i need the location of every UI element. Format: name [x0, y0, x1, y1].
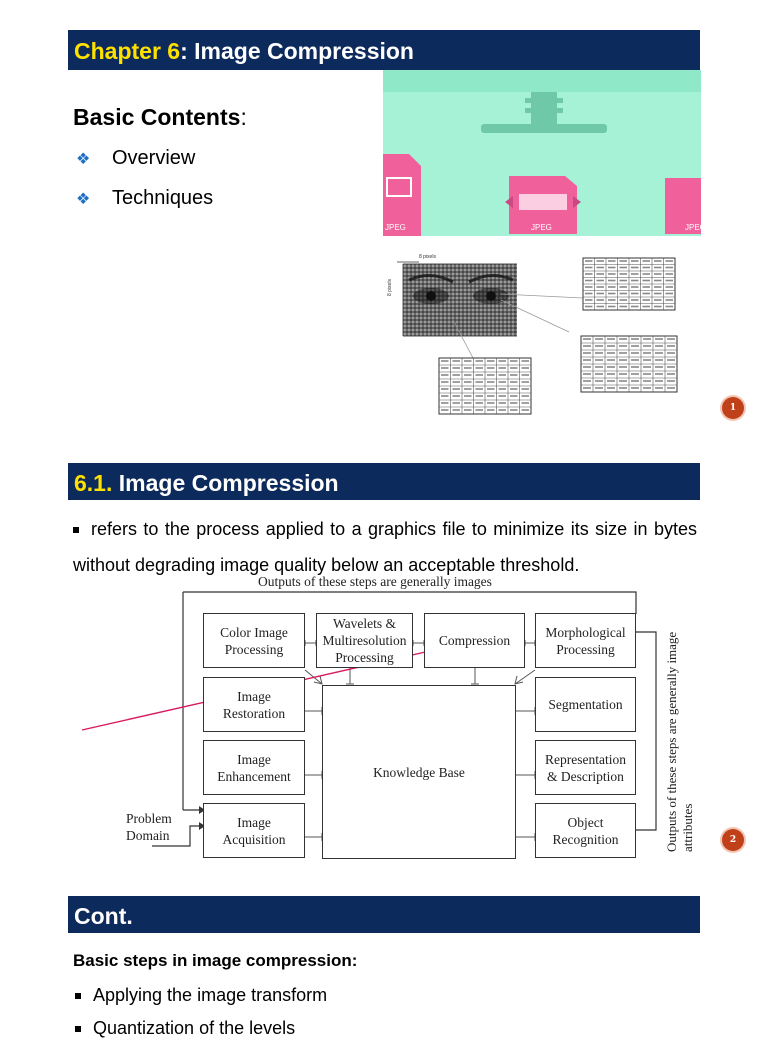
problem-domain-label: Problem Domain: [126, 811, 172, 843]
basic-contents-heading: Basic Contents:: [73, 104, 247, 131]
chapter-label: Chapter 6: [74, 38, 181, 64]
representation-description-box: Representation & Description: [535, 740, 636, 795]
heading-text: Basic Contents: [73, 104, 241, 130]
heading-colon: :: [240, 104, 247, 130]
jpeg-label-left: JPEG: [385, 223, 406, 232]
square-bullet-icon: [75, 993, 81, 1000]
slide1-title: : Image Compression: [180, 38, 414, 64]
jpeg-label-center: JPEG: [531, 223, 552, 232]
square-bullet-icon: [75, 1026, 81, 1033]
knowledge-base-box: Knowledge Base: [322, 685, 516, 859]
image-restoration-box: Image Restoration: [203, 677, 305, 732]
face-side-label: 8 pixels: [387, 279, 393, 296]
dct-table-right: [580, 335, 678, 393]
object-recognition-box: Object Recognition: [535, 803, 636, 858]
item-label: Techniques: [112, 187, 214, 209]
jpeg-label-right: JPEG: [685, 223, 701, 232]
morphological-processing-box: Morphological Processing: [535, 613, 636, 668]
page-number-badge-1: 1: [722, 397, 744, 419]
contents-item-techniques: ❖ Techniques: [76, 187, 213, 210]
segmentation-box: Segmentation: [535, 677, 636, 732]
compression-box: Compression: [424, 613, 525, 668]
slide1-title-bar: Chapter 6: Image Compression: [68, 30, 700, 70]
step-item-transform: Applying the image transform: [75, 977, 327, 1013]
item-label: Overview: [112, 147, 196, 169]
face-top-label: 8 pixels: [419, 254, 436, 260]
step-item-quantization: Quantization of the levels: [75, 1010, 295, 1046]
pixel-grid-face-illustration: 8 pixels 8 pixels: [383, 240, 701, 422]
color-image-processing-box: Color Image Processing: [203, 613, 305, 668]
slide3-title-bar: Cont.: [68, 896, 700, 933]
compression-press-illustration: JPEG JPEG JPEG: [383, 70, 701, 236]
contents-item-overview: ❖ Overview: [76, 147, 195, 170]
image-enhancement-box: Image Enhancement: [203, 740, 305, 795]
dct-table-top: [582, 257, 676, 311]
bullet-text: refers to the process applied to a graph…: [73, 519, 697, 575]
step-text: Quantization of the levels: [93, 1018, 296, 1038]
diamond-bullet-icon: ❖: [76, 150, 91, 168]
diamond-bullet-icon: ❖: [76, 190, 91, 208]
definition-bullet: refers to the process applied to a graph…: [73, 511, 697, 583]
basic-steps-heading: Basic steps in image compression:: [73, 951, 358, 970]
diagram-top-caption: Outputs of these steps are generally ima…: [258, 574, 492, 589]
slide3-title: Cont.: [74, 903, 133, 929]
square-bullet-icon: [73, 527, 79, 534]
step-text: Applying the image transform: [93, 985, 328, 1005]
section-number: 6.1.: [74, 470, 113, 496]
section-title: Image Compression: [112, 470, 339, 496]
page-number-badge-2: 2: [722, 829, 744, 851]
dct-table-bottom: [438, 357, 532, 415]
image-acquisition-box: Image Acquisition: [203, 803, 305, 858]
slide2-title-bar: 6.1. Image Compression: [68, 463, 700, 500]
diagram-side-caption: Outputs of these steps are generally ima…: [664, 631, 695, 852]
wavelets-box: Wavelets & Multiresolution Processing: [316, 613, 413, 668]
